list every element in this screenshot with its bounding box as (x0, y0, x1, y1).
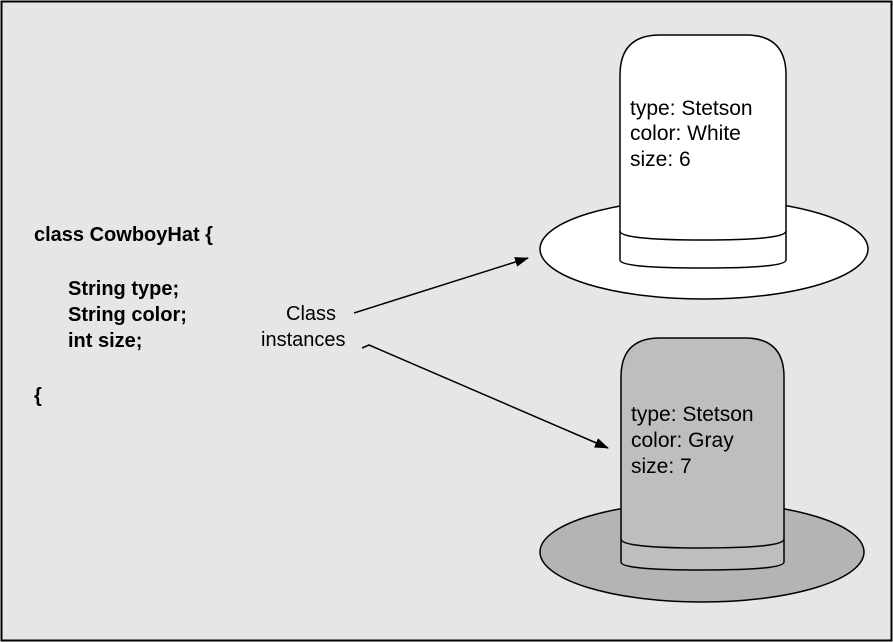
field-type-line: String type; (68, 278, 179, 300)
white-hat-size: size: 6 (630, 148, 691, 171)
field-size-line: int size; (68, 330, 142, 352)
class-instances-annotation: Class instances (261, 303, 346, 351)
white-hat-instance: type: Stetson color: White size: 6 (539, 34, 869, 300)
white-hat-crown (619, 34, 787, 269)
arrow-to-white-hat (353, 257, 529, 314)
white-hat-color: color: White (630, 122, 741, 145)
annotation-line-class: Class (286, 303, 336, 325)
class-closing-line: { (34, 385, 42, 407)
gray-hat-instance: type: Stetson color: Gray size: 7 (539, 337, 865, 603)
gray-hat-band (620, 538, 785, 549)
white-hat-band (619, 230, 787, 241)
gray-hat-size: size: 7 (631, 455, 692, 478)
field-color-line: String color; (68, 304, 187, 326)
class-definition: class CowboyHat { String type; String co… (34, 224, 213, 407)
gray-hat-type: type: Stetson (631, 403, 754, 426)
white-hat-type: type: Stetson (630, 97, 753, 120)
gray-hat-crown (620, 337, 785, 571)
annotation-line-instances: instances (261, 329, 346, 351)
gray-hat-color: color: Gray (631, 429, 734, 452)
arrow-to-gray-hat (361, 344, 609, 449)
class-declaration-line: class CowboyHat { (34, 224, 213, 246)
